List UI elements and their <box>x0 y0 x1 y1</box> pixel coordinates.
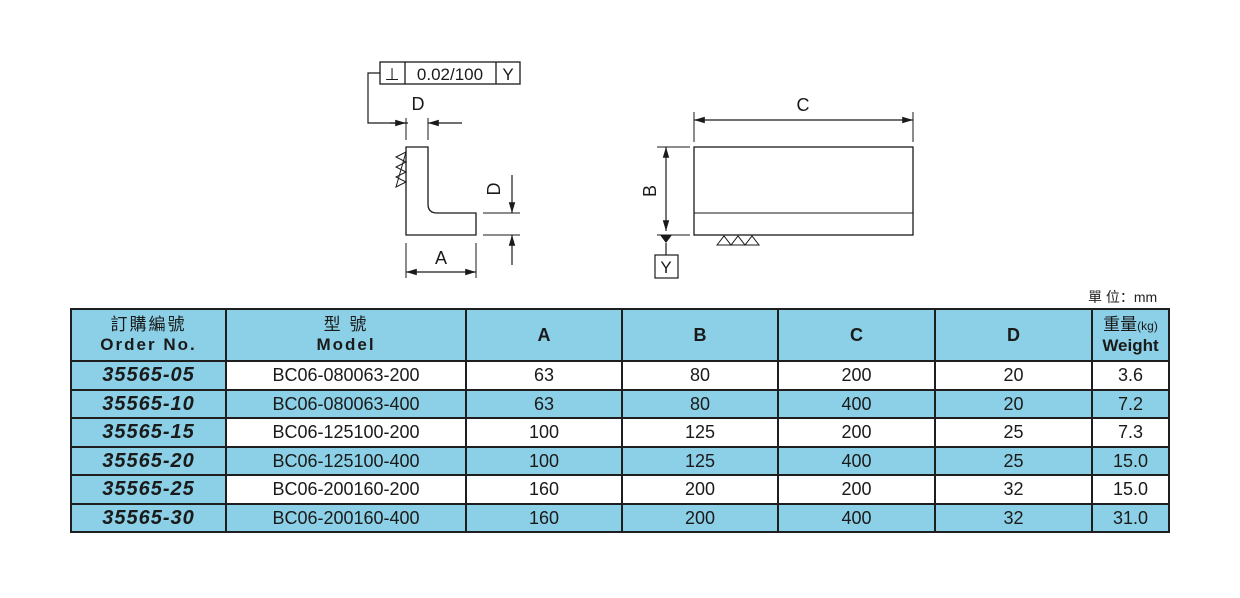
cell-c: 200 <box>777 474 936 505</box>
datum-y-label: Y <box>660 258 671 277</box>
tolerance-value: 0.02/100 <box>417 65 483 84</box>
header-model-zh: 型 號 <box>323 315 369 334</box>
header-order-en: Order No. <box>100 335 197 354</box>
header-d: D <box>934 308 1093 362</box>
block-side-profile <box>693 146 914 236</box>
cell-weight: 15.0 <box>1091 474 1170 505</box>
cell-order-no: 35565-20 <box>70 445 227 476</box>
cell-model: BC06-200160-200 <box>225 474 467 505</box>
cell-weight: 15.0 <box>1091 445 1170 476</box>
cell-weight: 7.2 <box>1091 388 1170 419</box>
cell-d: 20 <box>934 388 1093 419</box>
right-view: C B Y <box>640 95 914 279</box>
cell-order-no: 35565-25 <box>70 474 227 505</box>
header-weight-zh-text: 重量 <box>1103 314 1138 334</box>
dim-label-d-top: D <box>412 94 425 114</box>
cell-b: 200 <box>621 502 779 533</box>
header-model: 型 號 Model <box>225 308 467 362</box>
table-row: 35565-30 BC06-200160-400 160 200 400 32 … <box>70 502 1170 533</box>
perpendicularity-symbol: ⊥ <box>385 65 400 84</box>
cell-weight: 31.0 <box>1091 502 1170 533</box>
cell-weight: 3.6 <box>1091 360 1170 391</box>
cell-d: 25 <box>934 445 1093 476</box>
cell-model: BC06-200160-400 <box>225 502 467 533</box>
cell-model: BC06-080063-200 <box>225 360 467 391</box>
table-row: 35565-25 BC06-200160-200 160 200 200 32 … <box>70 474 1170 505</box>
cell-c: 400 <box>777 445 936 476</box>
surface-finish-icon <box>394 151 408 188</box>
cell-a: 160 <box>465 502 623 533</box>
cell-weight: 7.3 <box>1091 417 1170 448</box>
table-header-row: 訂購編號 Order No. 型 號 Model A B C D 重量(kg) … <box>70 308 1170 362</box>
cell-model: BC06-125100-200 <box>225 417 467 448</box>
dim-label-b: B <box>640 185 660 197</box>
surface-finish-icon <box>715 235 761 246</box>
cell-d: 20 <box>934 360 1093 391</box>
dim-label-a: A <box>435 248 447 268</box>
spec-table: 訂購編號 Order No. 型 號 Model A B C D 重量(kg) … <box>70 308 1170 533</box>
cell-b: 200 <box>621 474 779 505</box>
cell-b: 80 <box>621 388 779 419</box>
cell-c: 200 <box>777 360 936 391</box>
table-row: 35565-05 BC06-080063-200 63 80 200 20 3.… <box>70 360 1170 391</box>
datum-y-box <box>654 254 679 279</box>
dim-label-c: C <box>797 95 810 115</box>
left-view: ⊥ 0.02/100 Y D D A <box>367 61 521 278</box>
dim-label-d-side: D <box>484 183 504 196</box>
header-weight: 重量(kg) Weight <box>1091 308 1170 362</box>
table-row: 35565-10 BC06-080063-400 63 80 400 20 7.… <box>70 388 1170 419</box>
cell-order-no: 35565-30 <box>70 502 227 533</box>
header-weight-unit: (kg) <box>1137 318 1158 333</box>
technical-drawing: ⊥ 0.02/100 Y D D A C <box>367 61 914 279</box>
cell-order-no: 35565-15 <box>70 417 227 448</box>
cell-b: 125 <box>621 417 779 448</box>
cell-model: BC06-080063-400 <box>225 388 467 419</box>
header-model-en: Model <box>316 335 376 354</box>
unit-label: 單 位：mm <box>1088 289 1158 305</box>
cell-b: 125 <box>621 445 779 476</box>
cell-d: 32 <box>934 474 1093 505</box>
header-b: B <box>621 308 779 362</box>
header-weight-en: Weight <box>1102 335 1159 355</box>
header-weight-zh: 重量(kg) <box>1093 315 1168 336</box>
cell-model: BC06-125100-400 <box>225 445 467 476</box>
cell-order-no: 35565-10 <box>70 388 227 419</box>
cell-order-no: 35565-05 <box>70 360 227 391</box>
cell-a: 100 <box>465 417 623 448</box>
tolerance-frame: ⊥ 0.02/100 Y <box>367 61 521 124</box>
cell-a: 100 <box>465 445 623 476</box>
cell-a: 63 <box>465 388 623 419</box>
cell-d: 32 <box>934 502 1093 533</box>
cell-c: 400 <box>777 388 936 419</box>
table-row: 35565-20 BC06-125100-400 100 125 400 25 … <box>70 445 1170 476</box>
header-order-no: 訂購編號 Order No. <box>70 308 227 362</box>
header-a: A <box>465 308 623 362</box>
cell-c: 200 <box>777 417 936 448</box>
cell-d: 25 <box>934 417 1093 448</box>
cell-a: 160 <box>465 474 623 505</box>
angle-block-profile <box>405 146 477 236</box>
table-row: 35565-15 BC06-125100-200 100 125 200 25 … <box>70 417 1170 448</box>
header-c: C <box>777 308 936 362</box>
cell-b: 80 <box>621 360 779 391</box>
header-order-zh: 訂購編號 <box>110 315 187 334</box>
tolerance-datum: Y <box>502 65 513 84</box>
cell-a: 63 <box>465 360 623 391</box>
cell-c: 400 <box>777 502 936 533</box>
